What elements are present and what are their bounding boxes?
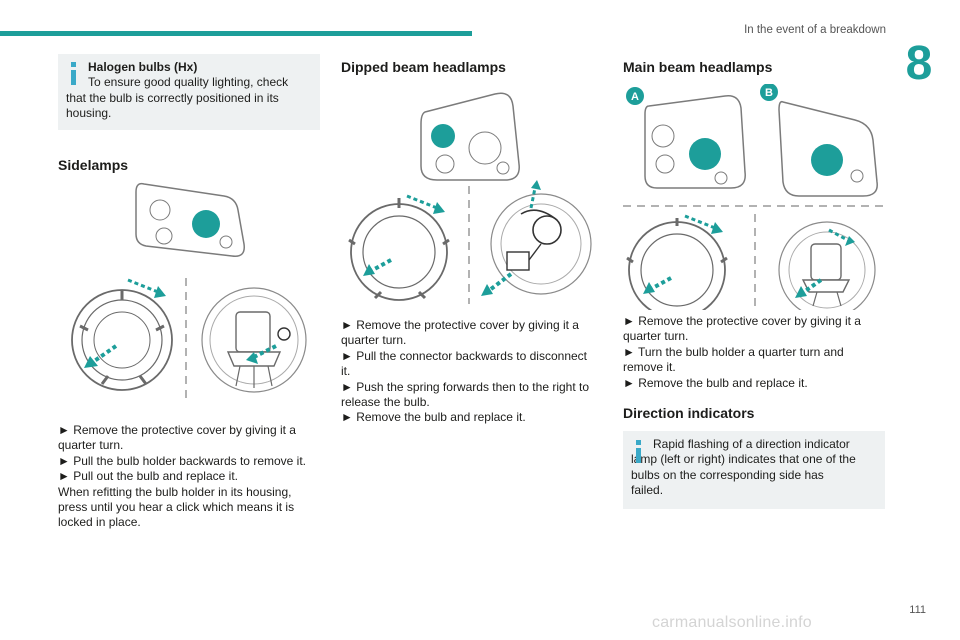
- step-text: ► Pull out the bulb and replace it.: [58, 469, 238, 484]
- direction-indicators-heading: Direction indicators: [623, 405, 755, 422]
- left-column: Halogen bulbs (Hx) To ensure good qualit…: [58, 54, 320, 531]
- dipped-beam-heading: Dipped beam headlamps: [341, 59, 506, 75]
- label-b-icon: B: [760, 84, 778, 101]
- main-beam-steps: ► Remove the protective cover by giving …: [623, 314, 879, 391]
- headlamp-housing-icon: [420, 92, 520, 181]
- note-title: Halogen bulbs (Hx): [88, 60, 198, 74]
- sidelamp-illustration: [71, 182, 307, 402]
- step-text: ► Remove the bulb and replace it.: [623, 375, 808, 390]
- bulb-holder-icon: [201, 287, 307, 393]
- main-beam-illustration: A B: [623, 84, 885, 310]
- sidelamp-housing-icon: [135, 182, 245, 257]
- step-text: ► Remove the bulb and replace it.: [341, 410, 526, 425]
- dipped-beam-illustration: [348, 92, 592, 304]
- right-column: Main beam headlamps A B: [623, 54, 885, 509]
- step-text: ► Pull the connector backwards to discon…: [341, 348, 588, 379]
- protective-cover-icon: [71, 278, 173, 391]
- page-number: 111: [909, 604, 926, 616]
- closing-text: When refitting the bulb holder in its ho…: [58, 484, 295, 530]
- label-a: A: [631, 91, 639, 103]
- dipped-beam-steps: ► Remove the protective cover by giving …: [341, 318, 597, 426]
- label-a-icon: A: [626, 87, 644, 105]
- header-accent-bar: [0, 31, 472, 36]
- chapter-number: 8: [905, 37, 933, 90]
- headlamp-a-housing-icon: [644, 95, 746, 189]
- step-text: ► Remove the protective cover by giving …: [623, 314, 861, 344]
- halogen-note: Halogen bulbs (Hx) To ensure good qualit…: [58, 54, 320, 130]
- protective-cover-icon: [626, 214, 728, 310]
- bulb-holder-icon: [778, 221, 876, 310]
- step-text: ► Remove the protective cover by giving …: [341, 318, 579, 348]
- section-title: In the event of a breakdown: [744, 24, 886, 36]
- sidelamps-heading: Sidelamps: [58, 157, 129, 173]
- sidelamp-steps: ► Remove the protective cover by giving …: [58, 423, 308, 531]
- direction-indicators-note: Rapid flashing of a direction indicator …: [623, 431, 885, 509]
- middle-column: Dipped beam headlamps: [341, 54, 603, 426]
- step-text: ► Push the spring forwards then to the r…: [341, 379, 590, 410]
- note-line: To ensure good quality lighting, check: [88, 75, 289, 90]
- note-line: that the bulb is correctly positioned in…: [66, 90, 279, 121]
- note-text: Rapid flashing of a direction indicator …: [631, 437, 856, 498]
- step-text: ► Remove the protective cover by giving …: [58, 423, 296, 453]
- watermark: carmanualsonline.info: [652, 614, 812, 631]
- headlamp-b-housing-icon: [778, 100, 878, 197]
- step-text: ► Pull the bulb holder backwards to remo…: [58, 453, 306, 468]
- step-text: ► Turn the bulb holder a quarter turn an…: [623, 344, 844, 375]
- label-b: B: [765, 87, 773, 99]
- info-icon: [635, 440, 641, 464]
- connector-icon: [481, 180, 592, 296]
- protective-cover-icon: [348, 194, 450, 301]
- info-icon: [70, 62, 76, 85]
- main-beam-heading: Main beam headlamps: [623, 59, 773, 75]
